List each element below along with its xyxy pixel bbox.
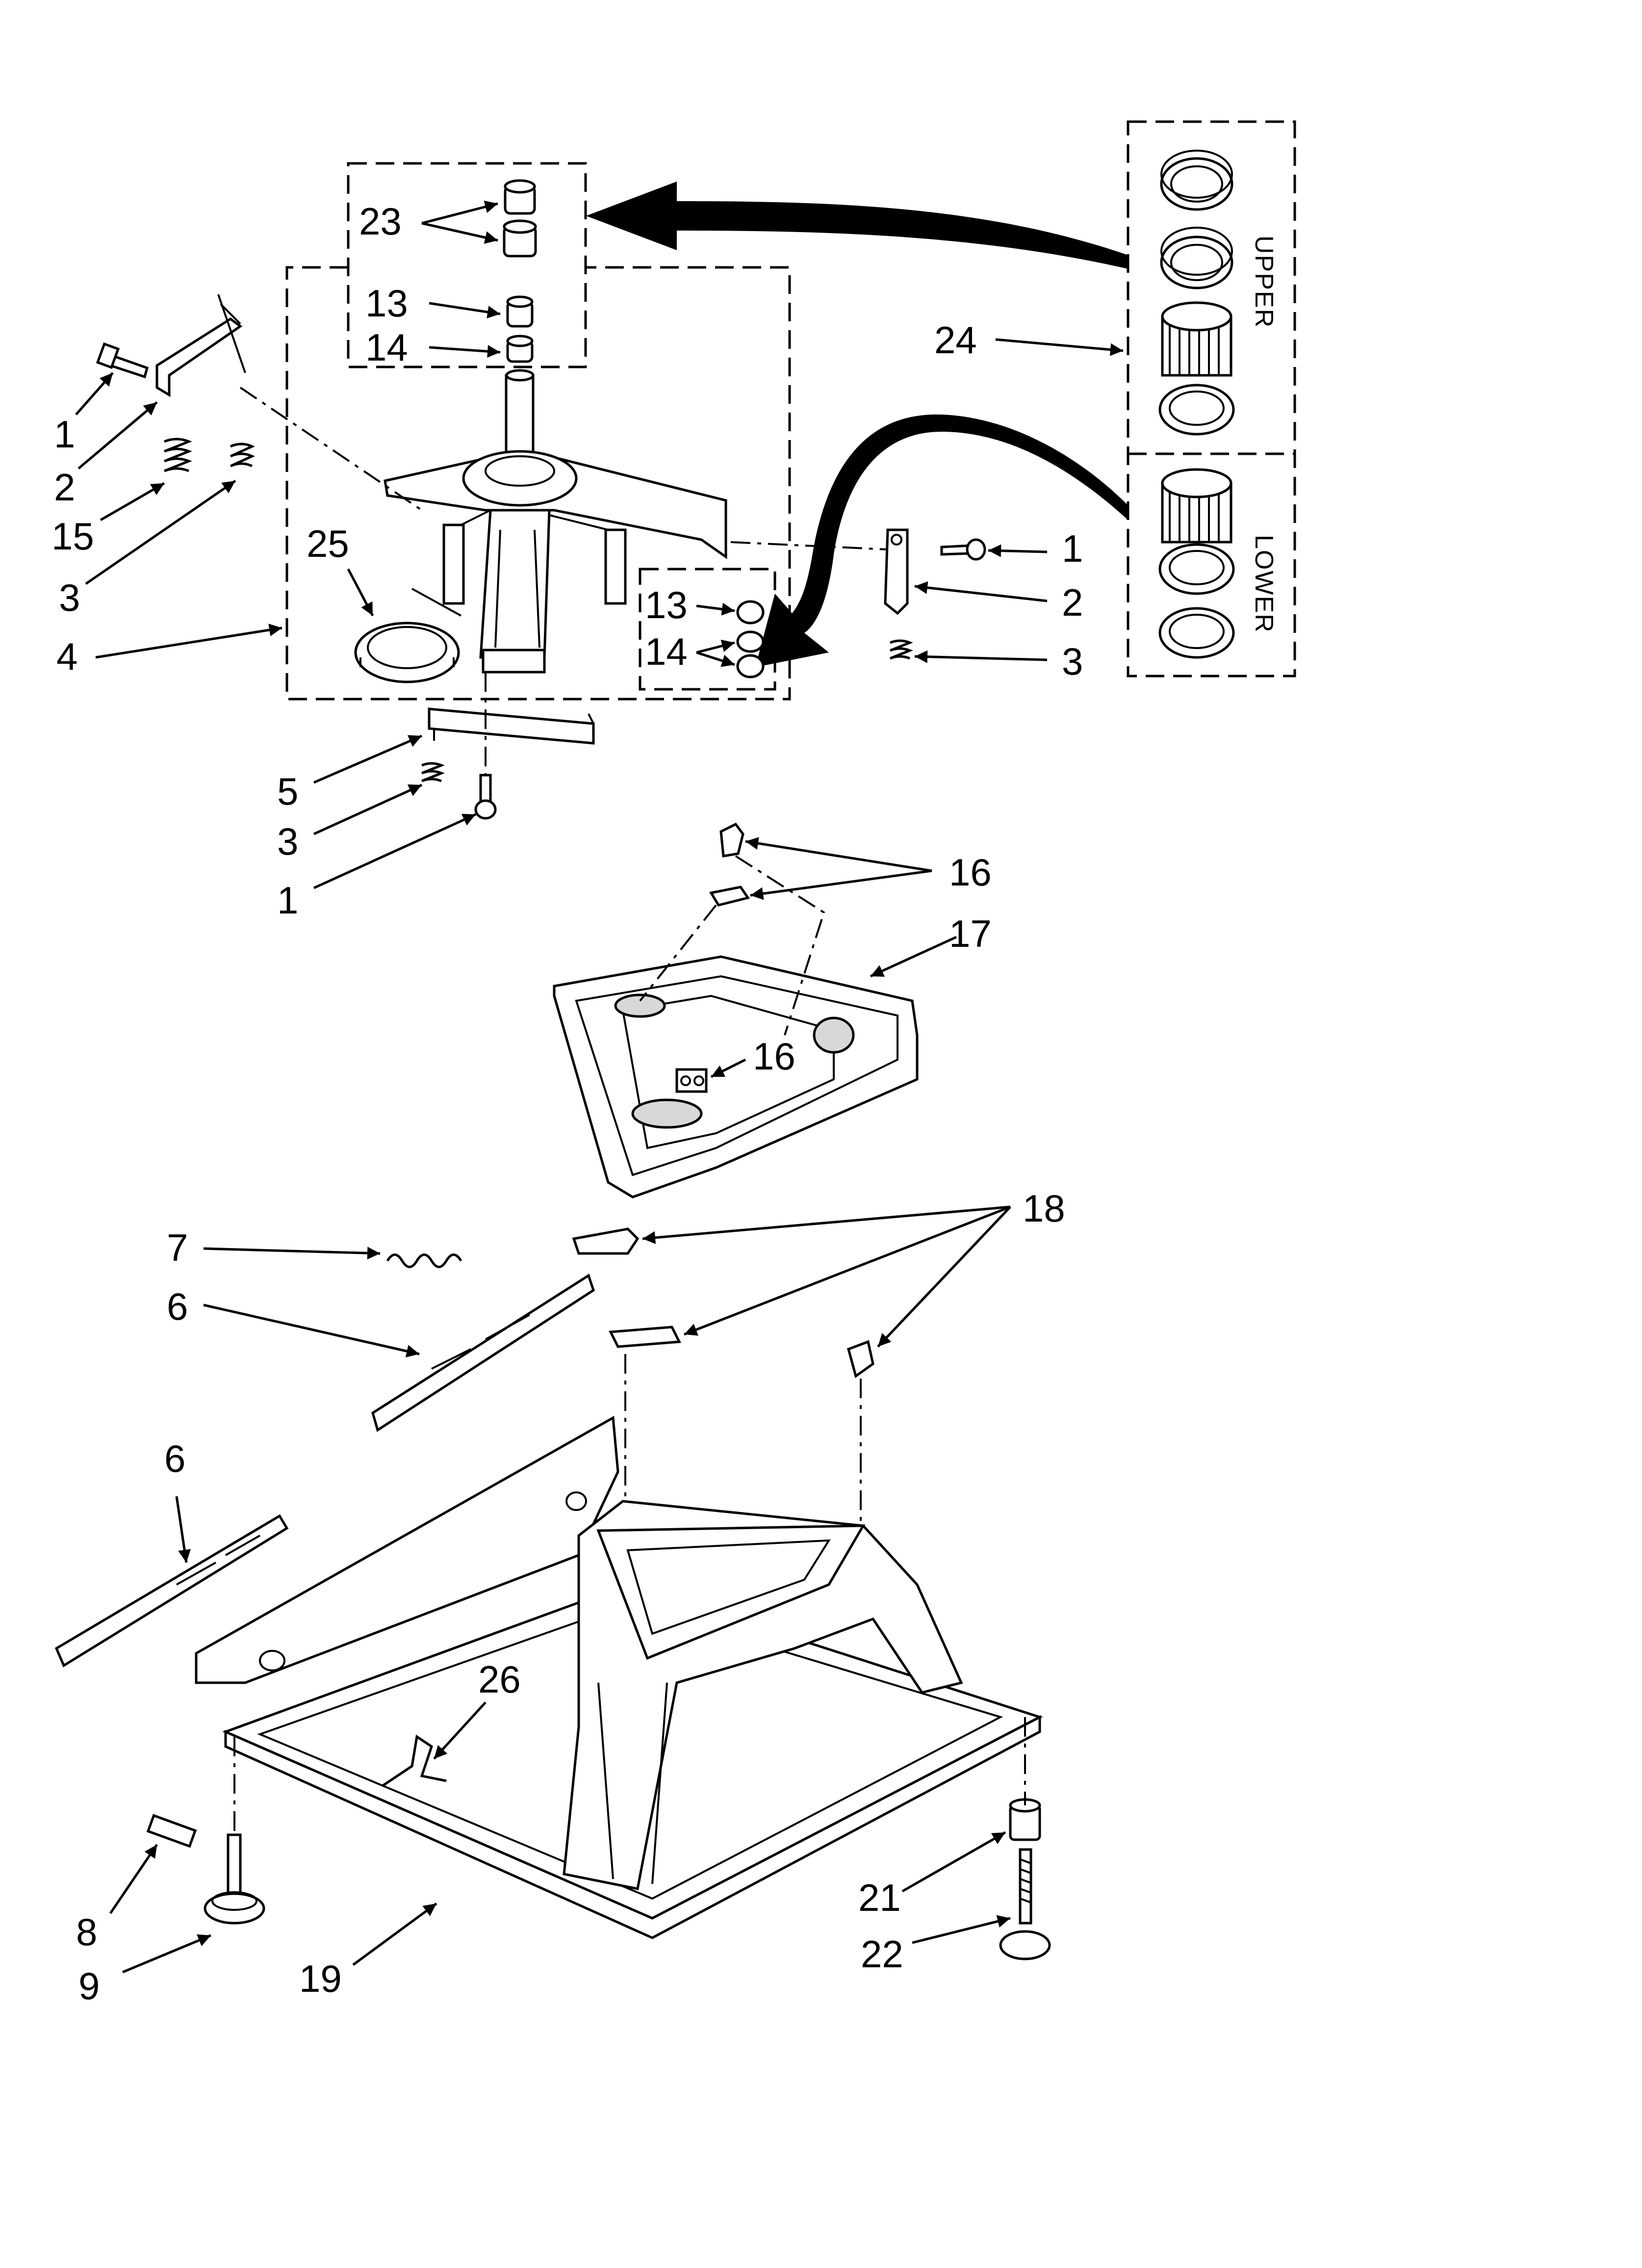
right-bracket-leader [730, 541, 888, 550]
spring-15 [164, 438, 192, 472]
callout-6-lower: 6 [164, 1437, 185, 1480]
bearing-23-bottom [503, 219, 537, 258]
rail-6-lower [54, 1514, 289, 1668]
spring-3-right [890, 639, 913, 660]
callout-8: 8 [76, 1910, 97, 1954]
callout-26: 26 [478, 1658, 521, 1701]
pin-8 [146, 1814, 197, 1848]
bracket-2-left [155, 294, 246, 397]
callout-21: 21 [858, 1876, 901, 1919]
callout-1-left: 1 [54, 413, 75, 456]
foot-22 [999, 1848, 1051, 1960]
screw-1-right [940, 538, 986, 561]
lower-gear [1161, 468, 1232, 544]
callout-3-left: 3 [59, 576, 80, 619]
screw-1-bottom [474, 774, 497, 820]
callout-16-bottom: 16 [753, 1035, 795, 1078]
spacer-21 [1009, 1798, 1041, 1841]
callout-arrows [75, 200, 1124, 1974]
upper-seal-1 [1160, 150, 1233, 211]
callout-18: 18 [1023, 1187, 1065, 1230]
pad-leader-left [639, 904, 717, 1002]
upper-seal-2 [1160, 227, 1233, 289]
callout-25: 25 [307, 522, 349, 565]
callout-15: 15 [51, 515, 94, 558]
bearing-23-top [504, 179, 536, 215]
lower-group-label: LOWER [1250, 535, 1278, 633]
callout-22: 22 [861, 1932, 903, 1976]
callout-2-right: 2 [1062, 581, 1083, 624]
lower-ring-2 [1158, 607, 1235, 659]
pad-16-b [709, 886, 750, 907]
upper-group-box [347, 162, 587, 368]
callout-13-lower: 13 [645, 583, 688, 626]
upper-group-label: UPPER [1250, 235, 1278, 328]
kit-box [1127, 120, 1296, 678]
upper-kit-arrow [586, 182, 1128, 269]
callout-17: 17 [949, 912, 992, 955]
lower-kit-arrow [755, 414, 1128, 667]
spring-3-left [230, 443, 256, 468]
callout-7: 7 [167, 1226, 188, 1269]
snubber-18-c [847, 1340, 874, 1379]
callout-14-lower: 14 [645, 630, 688, 673]
frame-17 [553, 955, 919, 1199]
callout-9: 9 [78, 1964, 100, 2007]
foot-9 [204, 1833, 265, 1925]
callout-numbers: 23 13 14 24 1 2 15 3 25 4 13 14 1 2 3 5 … [51, 200, 1083, 2007]
snubber-18-b [609, 1326, 681, 1348]
callout-1-right: 1 [1062, 527, 1083, 570]
callout-5: 5 [277, 770, 298, 813]
callout-23: 23 [359, 200, 402, 243]
callout-2-left: 2 [54, 466, 75, 509]
callout-4: 4 [56, 635, 77, 678]
callout-1-bottom: 1 [277, 879, 298, 922]
callout-13-upper: 13 [365, 282, 408, 325]
ring-25 [354, 588, 462, 683]
pad-leader-right [735, 855, 825, 1036]
callout-14-upper: 14 [365, 326, 408, 369]
spider-assembly [384, 369, 727, 674]
pad-16-a [719, 822, 744, 858]
spring-7 [386, 1253, 462, 1268]
bracket-2-right [884, 528, 909, 615]
lower-ring-1 [1158, 543, 1235, 595]
clip-26 [382, 1734, 447, 1787]
upper-ring [1158, 384, 1235, 436]
callout-3-bottom: 3 [277, 820, 298, 863]
snubber-18-a [572, 1227, 640, 1255]
screw-1-left [96, 342, 149, 379]
callout-6-upper: 6 [167, 1285, 188, 1328]
callout-19: 19 [299, 1957, 342, 2000]
rail-6-upper [371, 1274, 595, 1432]
pad-16-c [675, 1068, 708, 1093]
bearing-13-upper [506, 295, 534, 328]
callout-24: 24 [934, 318, 977, 362]
spring-3-bottom [421, 762, 445, 782]
callout-16-top: 16 [949, 851, 992, 894]
bearing-13-lower [736, 600, 765, 625]
upper-gear [1161, 301, 1232, 377]
bracket-5 [428, 707, 595, 745]
callout-3-right: 3 [1062, 640, 1083, 683]
bearing-14-upper [506, 335, 534, 363]
base-19 [195, 1415, 1043, 1939]
bearing-14-lower [736, 630, 765, 678]
agitator-group-box [285, 266, 791, 701]
